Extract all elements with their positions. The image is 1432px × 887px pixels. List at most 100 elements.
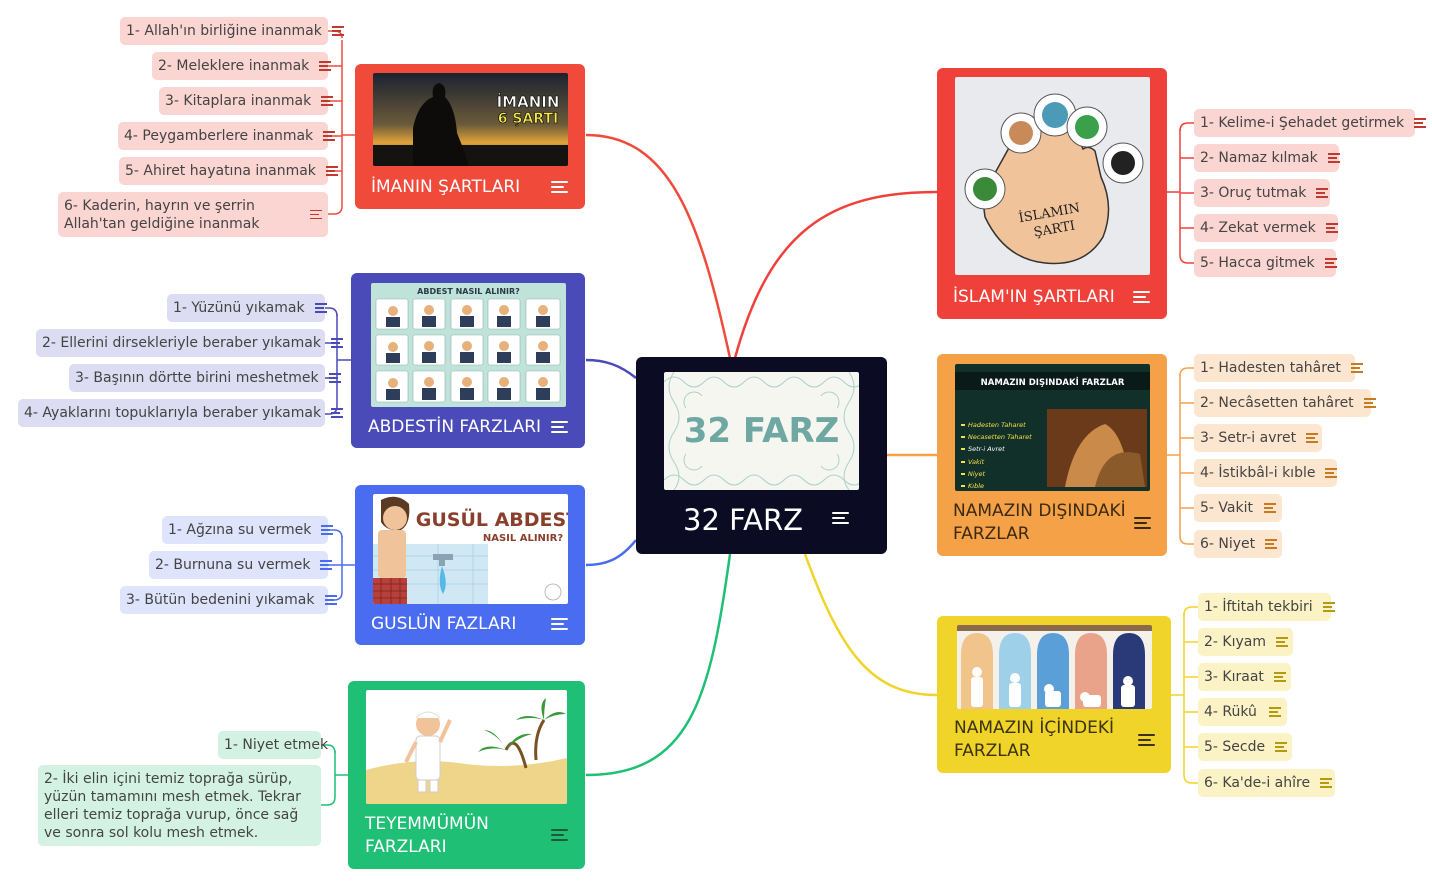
abdest-item-4[interactable]: 4- Ayaklarını topuklarıyla beraber yıkam…	[18, 399, 344, 427]
menu-icon	[324, 595, 337, 605]
menu-icon	[1325, 468, 1338, 478]
central-menu-icon[interactable]	[832, 512, 849, 524]
menu-icon	[1264, 503, 1276, 513]
namaz-ici-item-1[interactable]: 1- İftitah tekbiri	[1198, 593, 1335, 621]
central-title: 32 FARZ	[683, 503, 803, 537]
menu-icon	[1275, 742, 1288, 752]
gusul-menu-icon[interactable]	[551, 618, 568, 630]
namaz-ici-menu-icon[interactable]	[1138, 734, 1155, 746]
namaz-disi-image-list-5: Niyet	[968, 470, 986, 478]
menu-icon	[321, 525, 334, 535]
namaz-disi-image-list-4: Vakit	[968, 458, 985, 466]
iman-item-4[interactable]: 4- Peygamberlere inanmak	[118, 122, 336, 150]
namaz-disi-image-list-1: Hadesten Taharet	[968, 421, 1026, 429]
gusul-item-2[interactable]: 2- Burnuna su vermek	[149, 551, 333, 579]
menu-icon	[319, 61, 332, 71]
menu-icon	[1350, 363, 1363, 373]
abdest-item-2[interactable]: 2- Ellerini dirsekleriyle beraber yıkama…	[36, 329, 343, 357]
abdest-image-text: ABDEST NASIL ALINIR?	[417, 287, 520, 296]
namaz-disi-title: NAMAZIN DIŞINDAKİ FARZLAR	[953, 501, 1126, 544]
gusul-image-text-2: NASIL ALINIR?	[483, 533, 564, 544]
namaz-ici-title: NAMAZIN İÇİNDEKİ FARZLAR	[954, 718, 1115, 761]
namaz-disi-item-2[interactable]: 2- Necâsetten tahâret	[1194, 389, 1376, 417]
islam-item-1[interactable]: 1- Kelime-i Şehadet getirmek	[1194, 109, 1427, 137]
menu-icon	[321, 96, 334, 106]
menu-icon	[1273, 672, 1286, 682]
namaz-ici-item-2[interactable]: 2- Kıyam	[1198, 628, 1293, 656]
central-image: 32 FARZ	[664, 372, 859, 490]
menu-icon	[1414, 118, 1427, 128]
islam-item-4[interactable]: 4- Zekat vermek	[1194, 214, 1338, 242]
menu-icon	[1325, 223, 1338, 233]
abdest-item-3[interactable]: 3- Başının dörtte birini meshetmek	[69, 364, 341, 392]
central-topic[interactable]: 32 FARZ 32 FARZ	[636, 357, 887, 554]
branch-islam[interactable]: İSLAMIN ŞARTI İSLAM'IN ŞARTLARI	[937, 68, 1167, 319]
menu-icon	[1275, 637, 1288, 647]
islam-image: İSLAMIN ŞARTI	[955, 77, 1150, 275]
namaz-disi-menu-icon[interactable]	[1134, 517, 1151, 529]
islam-item-2[interactable]: 2- Namaz kılmak	[1194, 144, 1340, 172]
namaz-disi-image-list-2: Necasetten Taharet	[968, 433, 1032, 441]
gusul-title: GUSLÜN FAZLARI	[371, 614, 517, 634]
islam-title: İSLAM'IN ŞARTLARI	[953, 287, 1115, 307]
teyemmum-item-2[interactable]: 2- İki elin içini temiz toprağa sürüp, y…	[38, 765, 321, 846]
teyemmum-item-1[interactable]: 1- Niyet etmek	[218, 731, 328, 759]
iman-image-text-1: İMANIN	[497, 92, 560, 111]
abdest-title: ABDESTİN FARZLARI	[368, 417, 542, 437]
branch-abdest[interactable]: ABDEST NASIL ALINIR? ABDESTİN FARZLARI	[351, 273, 585, 448]
namaz-ici-item-6[interactable]: 6- Ka'de-i ahîre	[1198, 769, 1335, 797]
menu-icon	[1265, 539, 1278, 549]
iman-menu-icon[interactable]	[551, 181, 568, 193]
central-image-text: 32 FARZ	[684, 411, 840, 451]
menu-icon	[325, 166, 338, 176]
gusul-item-3[interactable]: 3- Bütün bedenini yıkamak	[120, 586, 337, 614]
namaz-disi-image-heading: NAMAZIN DIŞINDAKİ FARZLAR	[981, 377, 1125, 388]
branch-namaz-ici[interactable]: NAMAZIN İÇİNDEKİ FARZLAR	[937, 616, 1171, 773]
branch-iman[interactable]: İMANIN 6 ŞARTI İMANIN ŞARTLARI	[355, 64, 585, 209]
menu-icon	[1316, 188, 1329, 198]
teyemmum-title: TEYEMMÜMÜN FARZLARI	[365, 814, 489, 857]
menu-icon	[1269, 707, 1281, 717]
namaz-ici-item-3[interactable]: 3- Kıraat	[1198, 663, 1291, 691]
namaz-disi-item-6[interactable]: 6- Niyet	[1194, 530, 1282, 558]
namaz-ici-item-5[interactable]: 5- Secde	[1198, 733, 1292, 761]
menu-icon	[310, 209, 322, 220]
namaz-disi-item-3[interactable]: 3- Setr-i avret	[1194, 424, 1322, 452]
menu-icon	[330, 338, 343, 348]
iman-item-6[interactable]: 6- Kaderin, hayrın ve şerrin Allah'tan g…	[58, 192, 328, 237]
namaz-disi-image: NAMAZIN DIŞINDAKİ FARZLAR Hadesten Tahar…	[955, 364, 1150, 491]
branch-gusul[interactable]: GUSÜL ABDESTİ NASIL ALINIR? GUSLÜN FAZLA…	[355, 485, 585, 645]
teyemmum-menu-icon[interactable]	[551, 829, 568, 841]
branch-teyemmum[interactable]: TEYEMMÜMÜN FARZLARI	[348, 681, 585, 869]
gusul-image-text-1: GUSÜL ABDESTİ	[416, 507, 568, 531]
namaz-disi-image-list-3: Setr-i Avret	[968, 445, 1005, 453]
iman-item-2[interactable]: 2- Meleklere inanmak	[152, 52, 332, 80]
islam-item-5[interactable]: 5- Hacca gitmek	[1194, 249, 1337, 277]
namaz-disi-item-1[interactable]: 1- Hadesten tahâret	[1194, 354, 1363, 382]
namaz-ici-item-4[interactable]: 4- Rükû	[1198, 698, 1287, 726]
menu-icon	[331, 408, 344, 418]
menu-icon	[323, 131, 336, 141]
teyemmum-image	[366, 690, 567, 804]
menu-icon	[1320, 778, 1333, 788]
abdest-image: ABDEST NASIL ALINIR?	[371, 283, 566, 407]
iman-image: İMANIN 6 ŞARTI	[373, 73, 568, 166]
iman-item-5[interactable]: 5- Ahiret hayatına inanmak	[119, 157, 338, 185]
abdest-menu-icon[interactable]	[551, 421, 568, 433]
branch-namaz-disi[interactable]: NAMAZIN DIŞINDAKİ FARZLAR Hadesten Tahar…	[937, 354, 1167, 556]
menu-icon	[331, 26, 344, 36]
iman-title: İMANIN ŞARTLARI	[371, 177, 521, 197]
islam-item-3[interactable]: 3- Oruç tutmak	[1194, 179, 1330, 207]
islam-menu-icon[interactable]	[1133, 291, 1150, 303]
namaz-disi-item-4[interactable]: 4- İstikbâl-i kıble	[1194, 459, 1338, 487]
menu-icon	[314, 303, 327, 313]
gusul-item-1[interactable]: 1- Ağzına su vermek	[162, 516, 334, 544]
iman-item-1[interactable]: 1- Allah'ın birliğine inanmak	[120, 17, 344, 45]
iman-item-3[interactable]: 3- Kitaplara inanmak	[159, 87, 334, 115]
menu-icon	[1327, 153, 1340, 163]
menu-icon	[1363, 398, 1376, 408]
namaz-disi-item-5[interactable]: 5- Vakit	[1194, 494, 1282, 522]
namaz-disi-image-list-6: Kıble	[968, 482, 984, 490]
abdest-item-1[interactable]: 1- Yüzünü yıkamak	[167, 294, 327, 322]
